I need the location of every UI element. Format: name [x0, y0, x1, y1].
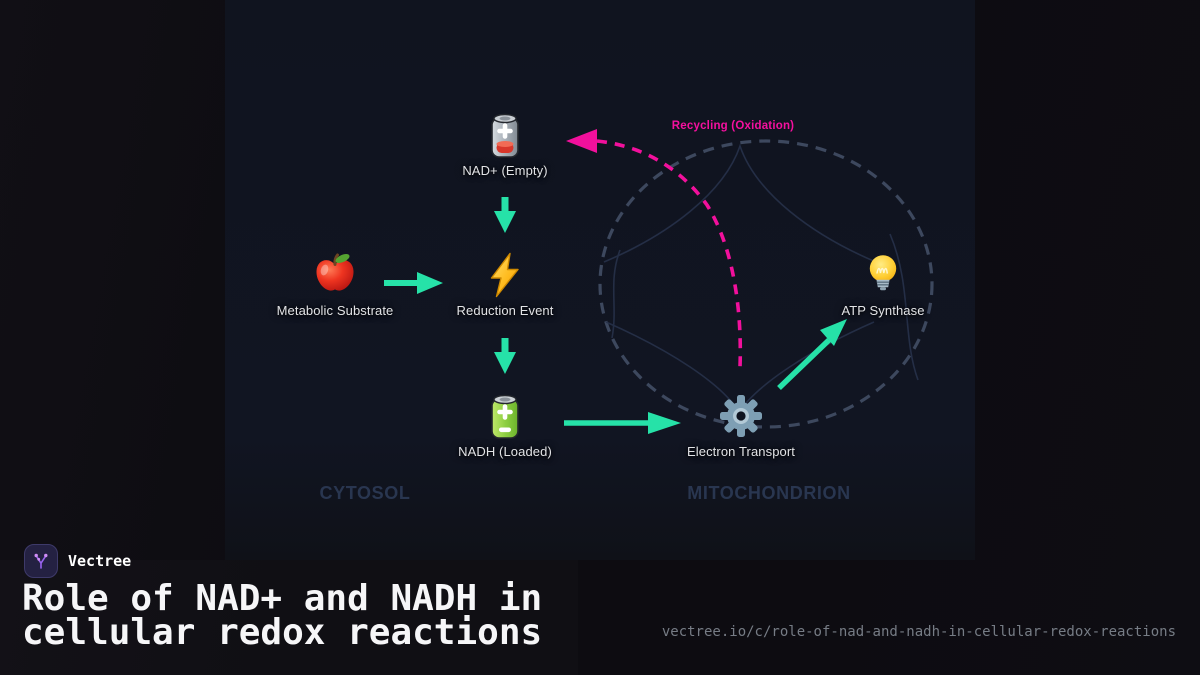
gear-icon — [718, 393, 764, 439]
card-title-line1: Role of NAD+ and NADH in — [22, 578, 543, 619]
battery-charged-icon — [483, 393, 527, 439]
region-label-cytosol: CYTOSOL — [319, 483, 411, 503]
node-metabolic-substrate: Metabolic Substrate — [245, 252, 425, 318]
node-label: Reduction Event — [456, 303, 554, 318]
region-label-mitochondrion: MITOCHONDRION — [687, 483, 851, 503]
vector-tree-icon — [34, 553, 48, 569]
node-label: Electron Transport — [686, 444, 795, 459]
card-url: vectree.io/c/role-of-nad-and-nadh-in-cel… — [661, 624, 1176, 640]
node-label: NAD+ (Empty) — [462, 163, 548, 178]
node-nad-empty: NAD+ (Empty) — [415, 112, 595, 178]
card-title-line2: cellular redox reactions — [22, 612, 543, 653]
node-label: ATP Synthase — [841, 303, 925, 318]
card-title: Role of NAD+ and NADH in cellular redox … — [22, 578, 543, 653]
node-nadh-loaded: NADH (Loaded) — [415, 393, 595, 459]
apple-icon — [312, 252, 358, 298]
lightbulb-icon — [860, 252, 906, 298]
brand-name: Vectree — [68, 552, 132, 570]
battery-low-icon — [483, 112, 527, 158]
node-label: NADH (Loaded) — [458, 444, 552, 459]
recycling-label: Recycling (Oxidation) — [671, 120, 795, 132]
brand-logo — [24, 544, 58, 578]
node-electron-transport: Electron Transport — [651, 393, 831, 459]
lightning-icon — [482, 252, 528, 298]
node-atp-synthase: ATP Synthase — [793, 252, 973, 318]
node-label: Metabolic Substrate — [276, 303, 394, 318]
node-reduction-event: Reduction Event — [415, 252, 595, 318]
